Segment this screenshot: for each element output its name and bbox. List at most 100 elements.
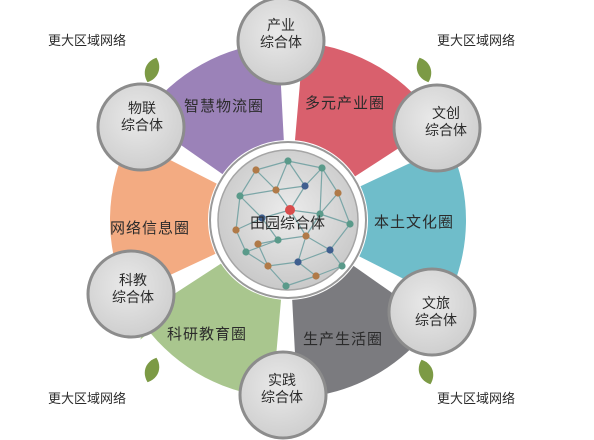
network-link (275, 185, 306, 191)
network-link (321, 167, 339, 194)
leaf-icons (144, 57, 434, 385)
center-network (232, 157, 354, 290)
satellite-circle-science-education (86, 249, 176, 339)
circle-line1: 物联 (128, 101, 156, 117)
network-link (337, 192, 351, 225)
network-node (236, 192, 244, 200)
network-node (284, 157, 292, 165)
network-link (235, 229, 247, 253)
network-link (257, 243, 269, 267)
circle-label-practice: 实践 综合体 (246, 373, 318, 407)
circle-label-cultural-creative: 文创 综合体 (410, 106, 482, 140)
network-link (305, 213, 321, 237)
circle-line1: 实践 (268, 373, 296, 389)
ring-label-local-culture: 本土文化圈 (374, 213, 455, 231)
network-node (316, 210, 324, 218)
network-link (285, 275, 317, 287)
network-node (258, 214, 266, 222)
ring-label-production-life: 生产生活圈 (303, 330, 384, 348)
network-link (245, 251, 269, 267)
leaf-icon (144, 357, 160, 383)
network-link (245, 239, 279, 253)
network-node (272, 186, 280, 194)
network-node (232, 226, 240, 234)
network-link (287, 160, 306, 187)
circle-line2: 综合体 (261, 390, 303, 406)
network-node (301, 182, 309, 190)
center-circle (217, 149, 359, 291)
network-node (334, 189, 342, 197)
corner-label-top-right: 更大区域网络 (437, 34, 516, 49)
satellite-circles (86, 0, 482, 440)
network-link (275, 160, 289, 191)
network-link (255, 169, 277, 191)
network-node (285, 205, 295, 215)
leaf-icon (416, 57, 432, 83)
leaf-icon (418, 359, 434, 385)
network-link (319, 167, 323, 215)
circle-label-science-education: 科教 综合体 (97, 273, 169, 307)
network-link (235, 195, 241, 231)
network-link (239, 189, 277, 197)
network-link (297, 261, 317, 277)
network-node (346, 220, 354, 228)
network-link (305, 235, 331, 251)
circle-label-cultural-tourism: 文旅 综合体 (400, 296, 472, 330)
network-node (282, 282, 290, 290)
network-link (267, 265, 287, 287)
network-link (289, 209, 307, 237)
center-label: 田园综合体 (250, 214, 326, 232)
network-node (312, 272, 320, 280)
satellite-circle-cultural-tourism (387, 267, 477, 357)
network-link (297, 235, 307, 263)
network-node (326, 246, 334, 254)
ring-label-research-education: 科研教育圈 (167, 325, 248, 343)
network-link (319, 213, 351, 225)
network-link (261, 217, 279, 241)
network-node (274, 236, 282, 244)
network-node (318, 164, 326, 172)
network-node (264, 262, 272, 270)
network-link (235, 217, 263, 231)
leaf-icon (144, 57, 160, 83)
network-node (242, 248, 250, 256)
network-link (304, 167, 323, 187)
circle-line2: 综合体 (121, 118, 163, 134)
network-link (289, 209, 321, 215)
satellite-circle-cultural-creative (392, 83, 482, 173)
circle-line2: 综合体 (112, 290, 154, 306)
network-node (302, 232, 310, 240)
network-link (255, 160, 289, 171)
network-link (239, 169, 257, 197)
satellite-circle-industry (236, 0, 326, 86)
circle-label-iot: 物联 综合体 (106, 101, 178, 135)
corner-label-top-left: 更大区域网络 (48, 34, 127, 49)
network-node (252, 166, 260, 174)
network-link (287, 160, 323, 169)
circle-line1: 文创 (432, 106, 460, 122)
ring-segment-local-culture (359, 144, 466, 301)
network-link (239, 195, 263, 219)
corner-label-bottom-right: 更大区域网络 (437, 392, 516, 407)
network-link (319, 192, 339, 215)
network-node (338, 262, 346, 270)
ring-label-network-info: 网络信息圈 (110, 219, 191, 237)
corner-label-bottom-left: 更大区域网络 (48, 392, 127, 407)
network-node (294, 258, 302, 266)
ring-label-smart-logistics: 智慧物流圈 (184, 97, 265, 115)
circle-line1: 科教 (119, 273, 147, 289)
ring-label-diverse-industry: 多元产业圈 (305, 94, 386, 112)
circle-line2: 综合体 (425, 123, 467, 139)
satellite-circle-iot (96, 82, 186, 172)
circle-line1: 文旅 (422, 296, 450, 312)
circle-line2: 综合体 (415, 313, 457, 329)
network-link (315, 265, 343, 277)
network-node (254, 240, 262, 248)
circle-line1: 产业 (267, 18, 295, 34)
network-link (267, 261, 299, 267)
network-link (277, 235, 307, 241)
circle-line2: 综合体 (260, 35, 302, 51)
satellite-circle-practice (238, 350, 328, 440)
network-link (297, 249, 331, 263)
